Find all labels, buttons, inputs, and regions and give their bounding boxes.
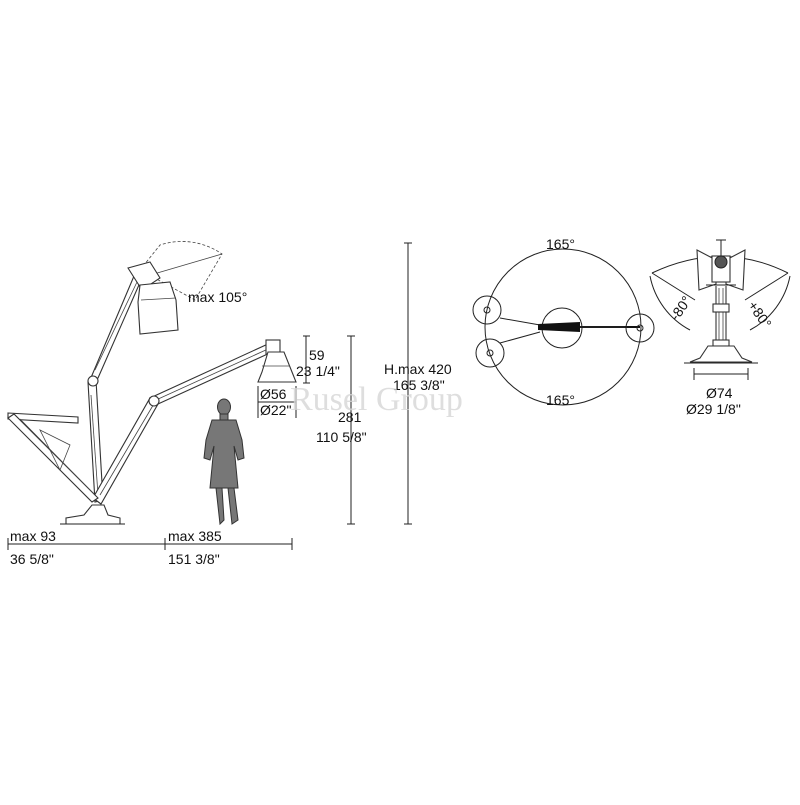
shade-diameter-in-label: Ø22" xyxy=(260,402,291,418)
watermark: Rusel Group xyxy=(290,381,463,418)
max-height-cm-label: H.max 420 xyxy=(384,361,452,377)
tilt-line xyxy=(146,253,223,277)
shade-height-cm-label: 59 xyxy=(309,347,325,363)
side-view: max 105° 59 xyxy=(7,241,452,567)
rear-arm xyxy=(7,412,99,503)
angle-right-label: +80° xyxy=(745,298,775,331)
front-view: -80° +80° Ø74 xyxy=(649,239,791,417)
height-in-label: 110 5/8" xyxy=(316,429,367,445)
front-column xyxy=(712,286,730,347)
shade-front xyxy=(257,339,297,383)
extended-arm xyxy=(92,343,273,505)
tilt-angle-label: max 105° xyxy=(188,289,247,305)
base-diameter-in-label: Ø29 1/8" xyxy=(686,401,741,417)
top-view: 165° 165° xyxy=(472,236,655,408)
rotation-top-label: 165° xyxy=(546,236,575,252)
person-silhouette xyxy=(203,398,245,526)
upper-shade xyxy=(127,261,179,335)
shade-positions xyxy=(472,295,655,368)
max-height-in-label: 165 3/8" xyxy=(393,377,445,393)
rotation-bottom-label: 165° xyxy=(546,392,575,408)
base-diameter-cm-label: Ø74 xyxy=(706,385,733,401)
lamp-base xyxy=(60,504,125,525)
rear-reach-cm-label: max 93 xyxy=(10,528,56,544)
front-base xyxy=(684,345,758,364)
front-reach-cm-label: max 385 xyxy=(168,528,222,544)
front-lamp-head xyxy=(696,239,746,291)
shade-diameter-cm-label: Ø56 xyxy=(260,386,287,402)
shade-height-in-label: 23 1/4" xyxy=(296,363,340,379)
top-arm xyxy=(499,317,640,344)
front-reach-in-label: 151 3/8" xyxy=(168,551,220,567)
rear-reach-in-label: 36 5/8" xyxy=(10,551,54,567)
height-cm-label: 281 xyxy=(338,409,362,425)
